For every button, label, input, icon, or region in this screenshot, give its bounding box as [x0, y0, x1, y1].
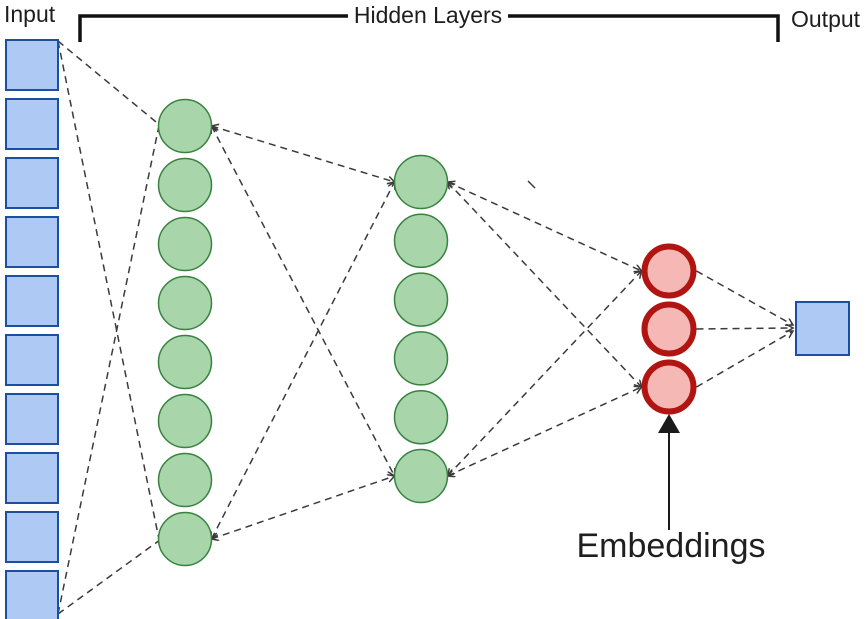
hidden2-node	[393, 448, 449, 504]
input-label: Input	[4, 1, 56, 27]
hidden1-node	[157, 216, 213, 272]
input-node	[5, 334, 59, 386]
stray-mark	[527, 180, 536, 189]
embeddings-arrowhead	[658, 414, 680, 433]
connector-line	[57, 540, 159, 615]
connector-line	[696, 270, 794, 325]
embedding-node	[641, 243, 697, 299]
connector-line	[448, 387, 642, 476]
hidden1-node	[157, 452, 213, 508]
hidden2-node	[393, 272, 449, 327]
input-node	[5, 39, 59, 91]
connector-line	[448, 182, 642, 387]
hidden2-node	[393, 154, 449, 210]
connector-line	[57, 40, 159, 125]
hidden1-node	[157, 511, 213, 567]
hidden1-node	[157, 98, 213, 154]
connector-line	[57, 127, 160, 615]
input-node	[5, 452, 59, 504]
input-node	[5, 511, 59, 563]
connector-line	[696, 331, 794, 388]
embedding-node	[641, 359, 697, 415]
input-node	[5, 216, 59, 268]
hidden1-node	[157, 275, 213, 331]
connector-line	[212, 126, 395, 182]
input-node	[5, 157, 59, 209]
hidden1-node	[157, 334, 213, 390]
output-node	[795, 301, 850, 356]
hidden-layers-label: Hidden Layers	[353, 2, 503, 28]
hidden2-node	[393, 213, 449, 269]
embedding-node	[641, 301, 697, 357]
hidden1-node	[157, 157, 213, 213]
input-node	[5, 275, 59, 327]
connector-line	[57, 40, 160, 538]
connector-line	[696, 328, 794, 329]
connector-line	[212, 126, 395, 476]
hidden-layers-bracket	[78, 14, 780, 42]
input-node	[5, 98, 59, 150]
hidden1-node	[157, 393, 213, 449]
connector-line	[212, 476, 395, 539]
connector-line	[212, 182, 395, 539]
connector-line	[448, 271, 642, 476]
embeddings-label: Embeddings	[576, 527, 766, 565]
input-node	[5, 393, 59, 445]
connector-line	[448, 182, 642, 271]
input-node	[5, 570, 59, 619]
hidden2-node	[393, 389, 449, 445]
output-label: Output	[791, 6, 861, 32]
hidden2-node	[393, 331, 449, 386]
